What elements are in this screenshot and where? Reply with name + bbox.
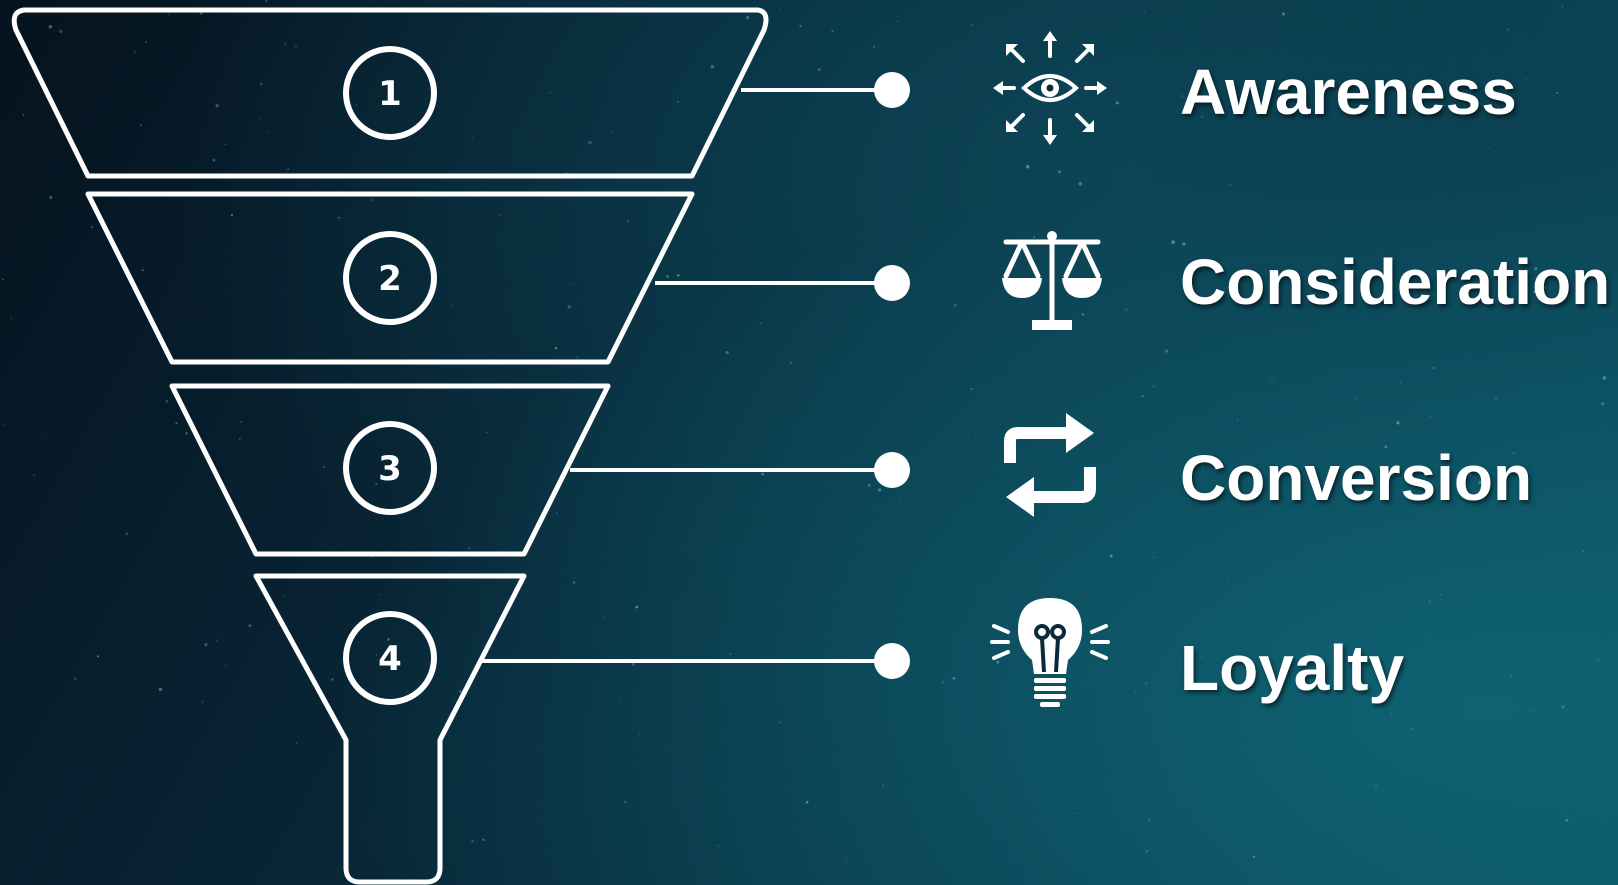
balance-scale-icon xyxy=(1002,231,1102,330)
stage-number-badge-2: 2 xyxy=(343,231,437,325)
stage-number-4: 4 xyxy=(378,639,402,679)
connector-2 xyxy=(655,265,910,301)
stage-number-1: 1 xyxy=(378,74,402,114)
stage-label-consideration: Consideration xyxy=(1180,246,1611,318)
lightbulb-icon xyxy=(990,598,1110,707)
connector-1 xyxy=(741,72,910,108)
stage-number-badge-1: 1 xyxy=(343,46,437,140)
stage-number-badge-4: 4 xyxy=(343,611,437,705)
funnel-stage-4 xyxy=(253,573,527,885)
stage-number-2: 2 xyxy=(378,259,402,299)
stage-number-badge-3: 3 xyxy=(343,421,437,515)
funnel-stage-2 xyxy=(85,191,695,365)
eye-radiating-arrows-icon xyxy=(993,31,1107,145)
stage-label-conversion: Conversion xyxy=(1180,442,1533,514)
stage-number-3: 3 xyxy=(378,449,402,489)
connector-3 xyxy=(570,452,910,488)
stage-label-awareness: Awareness xyxy=(1180,56,1517,128)
funnel-stage-1 xyxy=(11,7,769,179)
connector-4 xyxy=(482,643,910,679)
funnel-stage-3 xyxy=(169,383,611,557)
stage-label-loyalty: Loyalty xyxy=(1180,632,1405,704)
repeat-arrows-icon xyxy=(1004,413,1096,517)
